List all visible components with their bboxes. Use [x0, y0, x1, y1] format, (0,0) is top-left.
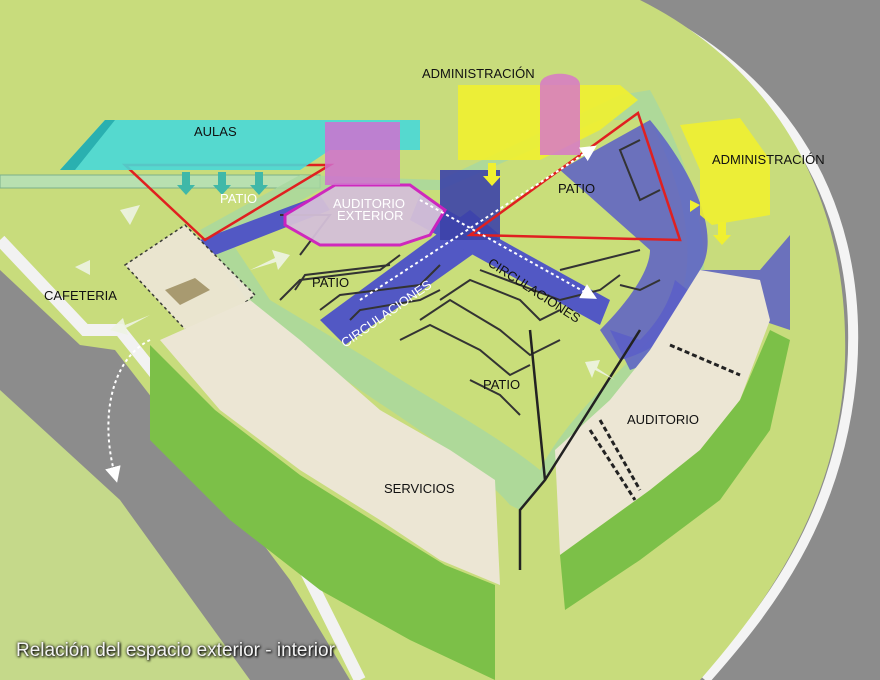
admin-cylinder — [540, 73, 580, 155]
servicios-block — [160, 300, 500, 585]
label-administracion-top: ADMINISTRACIÓN — [422, 66, 535, 81]
servicios-green-wall — [150, 345, 495, 680]
axis-arrow-1 — [359, 145, 597, 301]
aulas-edge — [60, 120, 115, 170]
label-patio-nw: PATIO — [220, 191, 257, 206]
label-auditorio: AUDITORIO — [627, 412, 699, 427]
auditorio-exterior-tower — [325, 122, 400, 185]
axis-lines — [518, 329, 642, 570]
circulation-southeast — [610, 280, 700, 370]
cafeteria-court — [165, 278, 210, 305]
diagram-caption: Relación del espacio exterior - interior — [16, 640, 335, 661]
auditorio-green-wall — [560, 330, 790, 610]
label-patio-ne: PATIO — [558, 181, 595, 196]
admin-block-right — [680, 118, 770, 225]
label-administracion-right: ADMINISTRACIÓN — [712, 152, 825, 167]
patio-ne-outline — [466, 110, 682, 242]
label-servicios: SERVICIOS — [384, 481, 455, 496]
axis-arrow-2 — [419, 199, 597, 299]
label-auditorio-exterior-2: EXTERIOR — [337, 208, 403, 223]
label-aulas: AULAS — [194, 124, 237, 139]
grass-southwest — [0, 390, 250, 680]
aulas-arrows — [177, 172, 268, 195]
path-west — [0, 174, 321, 189]
label-patio-center: PATIO — [312, 275, 349, 290]
admin-arrows — [483, 163, 731, 245]
flow-arrows — [75, 205, 615, 380]
auditorio-block — [555, 270, 770, 555]
label-auditorio-exterior-1: AUDITORIO — [333, 196, 405, 211]
label-cafeteria: CAFETERIA — [44, 288, 117, 303]
label-patio-south: PATIO — [483, 377, 520, 392]
exit-arrow — [105, 339, 151, 483]
auditorio-dashes — [588, 343, 741, 501]
central-volume — [440, 170, 500, 240]
